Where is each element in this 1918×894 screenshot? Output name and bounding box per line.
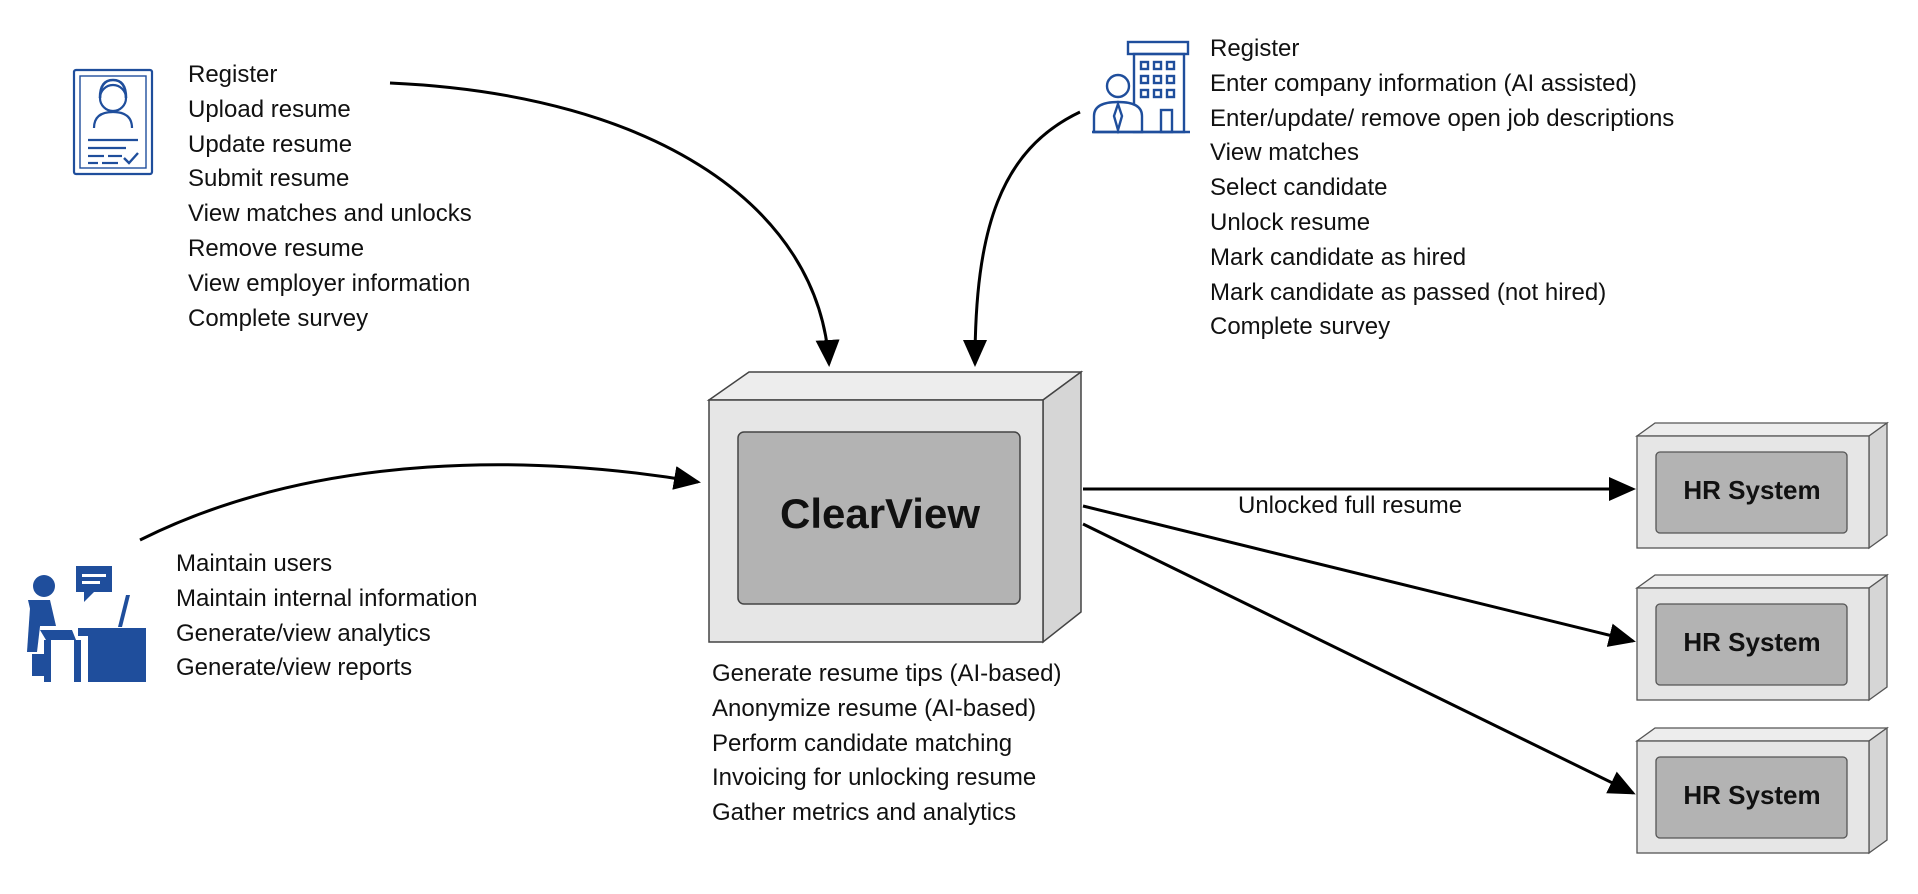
list-item: View matches bbox=[1210, 139, 1359, 167]
list-item: Upload resume bbox=[188, 95, 351, 123]
list-item: Register bbox=[1210, 35, 1300, 62]
arrow-to-hr-system-2 bbox=[1082, 504, 1636, 647]
administrator-actions: Maintain users Maintain internal informa… bbox=[176, 547, 478, 686]
clearview-functions: Generate resume tips (AI-based) Anonymiz… bbox=[712, 657, 1062, 831]
list-item: Submit resume bbox=[188, 165, 350, 193]
list-item: Remove resume bbox=[188, 234, 365, 262]
list-item: View matches and unlocks bbox=[188, 200, 472, 228]
list-item: Gather metrics and analytics bbox=[712, 799, 1017, 827]
list-item: Generate resume tips (AI-based) bbox=[712, 660, 1062, 687]
list-item: Mark candidate as passed (not hired) bbox=[1210, 278, 1607, 306]
hr-system-label: HR System bbox=[1683, 780, 1820, 810]
job-seeker-actions: Register Upload resume Update resume Sub… bbox=[188, 58, 472, 336]
employer-actions: Register Enter company information (AI a… bbox=[1210, 32, 1674, 345]
hr-system-1: HR System bbox=[1634, 421, 1890, 550]
list-item: View employer information bbox=[188, 269, 471, 297]
list-item: Anonymize resume (AI-based) bbox=[712, 694, 1037, 722]
list-item: Mark candidate as hired bbox=[1210, 243, 1467, 271]
hr-system-label: HR System bbox=[1683, 627, 1820, 657]
list-item: Update resume bbox=[188, 130, 353, 158]
list-item: Perform candidate matching bbox=[712, 729, 1013, 757]
list-item: Maintain internal information bbox=[176, 584, 478, 612]
employer-building-icon bbox=[1092, 40, 1190, 135]
arrow-employer-to-clearview bbox=[963, 110, 1081, 367]
list-item: Generate/view analytics bbox=[176, 619, 431, 647]
list-item: Complete survey bbox=[1210, 313, 1391, 341]
hr-system-label: HR System bbox=[1683, 475, 1820, 505]
list-item: Select candidate bbox=[1210, 174, 1388, 202]
clearview-label: ClearView bbox=[780, 490, 980, 537]
list-item: Complete survey bbox=[188, 304, 369, 332]
arrow-admin-to-clearview bbox=[139, 463, 701, 542]
hr-system-2: HR System bbox=[1634, 573, 1890, 702]
list-item: Maintain users bbox=[176, 550, 333, 577]
unlocked-resume-label: Unlocked full resume bbox=[1238, 492, 1463, 519]
list-item: Invoicing for unlocking resume bbox=[712, 764, 1037, 792]
clearview-system-box: ClearView bbox=[706, 370, 1084, 644]
list-item: Unlock resume bbox=[1210, 208, 1371, 236]
list-item: Enter company information (AI assisted) bbox=[1210, 69, 1637, 97]
hr-system-3: HR System bbox=[1634, 726, 1890, 855]
arrow-to-hr-system-3 bbox=[1082, 522, 1636, 795]
list-item: Generate/view reports bbox=[176, 654, 413, 682]
arrow-seeker-to-clearview bbox=[389, 81, 840, 367]
job-seeker-resume-icon bbox=[72, 68, 154, 176]
list-item: Enter/update/ remove open job descriptio… bbox=[1210, 104, 1675, 132]
admin-desk-icon bbox=[27, 566, 146, 682]
list-item: Register bbox=[188, 61, 278, 88]
